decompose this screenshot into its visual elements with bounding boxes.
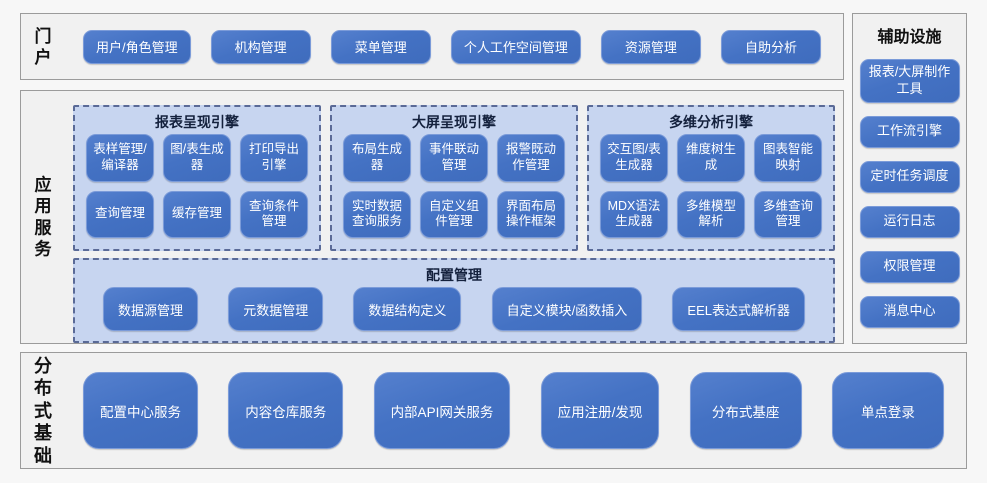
button-custom-component-mgmt[interactable]: 自定义组件管理 — [420, 190, 488, 238]
aux-facilities-title: 辅助设施 — [877, 29, 942, 46]
portal-button-self-analysis[interactable]: 自助分析 — [720, 29, 821, 64]
button-report-bigscreen-tool[interactable]: 报表/大屏制作工具 — [859, 59, 960, 103]
portal-button-workspace-mgmt[interactable]: 个人工作空间管理 — [450, 29, 581, 64]
button-event-linkage-mgmt[interactable]: 事件联动管理 — [420, 134, 488, 182]
distributed-base-section: 分布式基础 配置中心服务 内容仓库服务 内部API网关服务 应用注册/发现 分布… — [20, 352, 967, 469]
app-services-content: 报表呈现引擎 表样管理/编译器 图/表生成器 打印导出引擎 查询管理 缓存管理 … — [73, 105, 835, 343]
button-chart-table-generator[interactable]: 图/表生成器 — [163, 134, 231, 182]
button-config-center-service[interactable]: 配置中心服务 — [83, 372, 198, 449]
portal-button-menu-mgmt[interactable]: 菜单管理 — [330, 29, 431, 64]
portal-section: 门户 用户/角色管理 机构管理 菜单管理 个人工作空间管理 资源管理 自助分析 — [20, 13, 844, 80]
panel-config-mgmt: 配置管理 数据源管理 元数据管理 数据结构定义 自定义模块/函数插入 EEL表达… — [73, 258, 835, 343]
button-message-center[interactable]: 消息中心 — [859, 295, 960, 328]
button-eel-expression-parser[interactable]: EEL表达式解析器 — [672, 287, 805, 331]
panel-olap-engine: 多维分析引擎 交互图/表生成器 维度树生成 图表智能映射 MDX语法生成器 多维… — [587, 105, 835, 251]
button-data-structure-def[interactable]: 数据结构定义 — [353, 287, 462, 331]
panel-title-config-mgmt: 配置管理 — [426, 267, 482, 283]
report-engine-grid: 表样管理/编译器 图/表生成器 打印导出引擎 查询管理 缓存管理 查询条件管理 — [75, 132, 319, 249]
button-datasource-mgmt[interactable]: 数据源管理 — [103, 287, 199, 331]
panel-title-bigscreen-engine: 大屏呈现引擎 — [412, 114, 496, 130]
button-custom-module-function[interactable]: 自定义模块/函数插入 — [491, 287, 643, 331]
button-run-log[interactable]: 运行日志 — [859, 205, 960, 238]
button-content-repo-service[interactable]: 内容仓库服务 — [228, 372, 344, 449]
distributed-button-row: 配置中心服务 内容仓库服务 内部API网关服务 应用注册/发现 分布式基座 单点… — [75, 353, 952, 468]
button-template-compiler[interactable]: 表样管理/编译器 — [86, 134, 154, 182]
button-app-register-discovery[interactable]: 应用注册/发现 — [540, 372, 660, 449]
button-realtime-query-service[interactable]: 实时数据查询服务 — [343, 190, 411, 238]
button-scheduled-task[interactable]: 定时任务调度 — [859, 160, 960, 193]
button-interactive-chart-generator[interactable]: 交互图/表生成器 — [600, 134, 668, 182]
button-query-condition-mgmt[interactable]: 查询条件管理 — [240, 190, 308, 238]
portal-button-user-role-mgmt[interactable]: 用户/角色管理 — [83, 29, 191, 64]
engine-panels-row: 报表呈现引擎 表样管理/编译器 图/表生成器 打印导出引擎 查询管理 缓存管理 … — [73, 105, 835, 251]
panel-bigscreen-engine: 大屏呈现引擎 布局生成器 事件联动管理 报警既动作管理 实时数据查询服务 自定义… — [330, 105, 578, 251]
button-internal-api-gateway[interactable]: 内部API网关服务 — [373, 372, 511, 449]
app-services-section: 应用服务 报表呈现引擎 表样管理/编译器 图/表生成器 打印导出引擎 查询管理 … — [20, 90, 844, 344]
panel-title-olap-engine: 多维分析引擎 — [669, 114, 753, 130]
portal-button-row: 用户/角色管理 机构管理 菜单管理 个人工作空间管理 资源管理 自助分析 — [71, 14, 833, 79]
button-ui-layout-framework[interactable]: 界面布局操作框架 — [497, 190, 565, 238]
button-permission-mgmt[interactable]: 权限管理 — [859, 250, 960, 283]
portal-button-org-mgmt[interactable]: 机构管理 — [210, 29, 311, 64]
button-print-export-engine[interactable]: 打印导出引擎 — [240, 134, 308, 182]
aux-button-column: 报表/大屏制作工具 工作流引擎 定时任务调度 运行日志 权限管理 消息中心 — [853, 59, 966, 328]
panel-title-report-engine: 报表呈现引擎 — [155, 114, 239, 130]
distributed-base-label: 分布式基础 — [34, 355, 52, 466]
button-cache-mgmt[interactable]: 缓存管理 — [163, 190, 231, 238]
aux-facilities-section: 辅助设施 报表/大屏制作工具 工作流引擎 定时任务调度 运行日志 权限管理 消息… — [852, 13, 967, 344]
button-query-mgmt[interactable]: 查询管理 — [86, 190, 154, 238]
button-dimension-tree-gen[interactable]: 维度树生成 — [677, 134, 745, 182]
button-single-sign-on[interactable]: 单点登录 — [831, 372, 944, 449]
button-multidim-query-mgmt[interactable]: 多维查询管理 — [754, 190, 822, 238]
button-alarm-action-mgmt[interactable]: 报警既动作管理 — [497, 134, 565, 182]
panel-report-engine: 报表呈现引擎 表样管理/编译器 图/表生成器 打印导出引擎 查询管理 缓存管理 … — [73, 105, 321, 251]
button-metadata-mgmt[interactable]: 元数据管理 — [228, 287, 324, 331]
button-workflow-engine[interactable]: 工作流引擎 — [859, 115, 960, 148]
app-services-label: 应用服务 — [34, 175, 52, 259]
portal-button-resource-mgmt[interactable]: 资源管理 — [600, 29, 701, 64]
button-smart-chart-mapping[interactable]: 图表智能映射 — [754, 134, 822, 182]
config-button-row: 数据源管理 元数据管理 数据结构定义 自定义模块/函数插入 EEL表达式解析器 — [75, 285, 833, 343]
bigscreen-engine-grid: 布局生成器 事件联动管理 报警既动作管理 实时数据查询服务 自定义组件管理 界面… — [332, 132, 576, 249]
button-mdx-syntax-generator[interactable]: MDX语法生成器 — [600, 190, 668, 238]
button-distributed-pedestal[interactable]: 分布式基座 — [689, 372, 802, 449]
button-layout-generator[interactable]: 布局生成器 — [343, 134, 411, 182]
olap-engine-grid: 交互图/表生成器 维度树生成 图表智能映射 MDX语法生成器 多维模型解析 多维… — [589, 132, 833, 249]
portal-label: 门户 — [34, 26, 52, 67]
button-multidim-model-parse[interactable]: 多维模型解析 — [677, 190, 745, 238]
